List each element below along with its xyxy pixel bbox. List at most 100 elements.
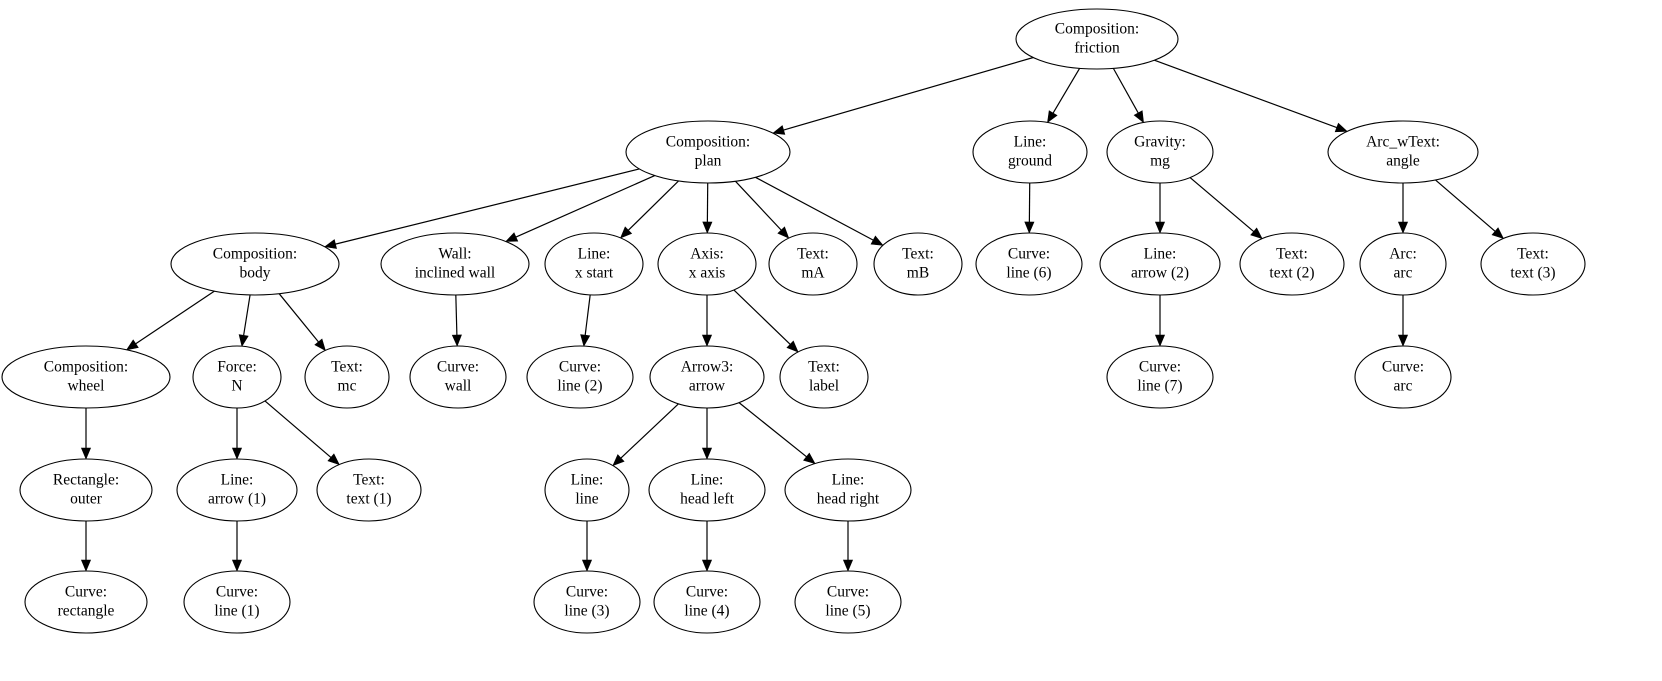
node-type-label: Text: [353, 472, 385, 489]
node-name-label: plan [695, 153, 722, 170]
graph-node-curvewall[interactable]: Curve:wall [409, 345, 507, 409]
node-ellipse [409, 345, 507, 409]
node-name-label: x start [575, 265, 614, 282]
node-ellipse [1106, 120, 1214, 184]
graph-node-arrow2[interactable]: Line:arrow (2) [1099, 232, 1221, 296]
arrowhead-icon [777, 226, 790, 239]
graph-edge [1112, 68, 1139, 114]
graph-node-lineline[interactable]: Line:line [544, 458, 630, 522]
arrowhead-icon [701, 334, 713, 347]
node-ellipse [784, 458, 912, 522]
graph-node-outer[interactable]: Rectangle: outer [19, 458, 153, 522]
graph-node-xaxis[interactable]: Axis: x axis [657, 232, 757, 296]
node-ellipse [380, 232, 530, 296]
graph-node-line3[interactable]: Curve:line (3) [533, 570, 641, 634]
graph-node-rectangle[interactable]: Curve:rectangle [24, 570, 148, 634]
graph-node-forceN[interactable]: Force: N [192, 345, 282, 409]
node-type-label: Composition: [1055, 21, 1139, 38]
arrowhead-icon [314, 338, 326, 352]
graph-node-text1[interactable]: Text: text (1) [316, 458, 422, 522]
node-ellipse [170, 232, 340, 296]
node-ellipse [1354, 345, 1452, 409]
arrowhead-icon [581, 559, 593, 572]
graph-node-arrow1[interactable]: Line:arrow (1) [176, 458, 298, 522]
graph-node-line5[interactable]: Curve:line (5) [794, 570, 902, 634]
node-name-label: outer [70, 491, 103, 508]
arrowhead-icon [238, 334, 249, 347]
node-name-label: angle [1386, 153, 1420, 170]
node-type-label: Curve: [216, 584, 258, 601]
node-ellipse [649, 345, 765, 409]
node-ellipse [1015, 8, 1179, 70]
node-type-label: Curve: [65, 584, 107, 601]
graph-node-arc[interactable]: Arc:arc [1359, 232, 1447, 296]
node-type-label: Text: [1517, 246, 1549, 263]
graph-node-inclwall[interactable]: Wall:inclined wall [380, 232, 530, 296]
node-type-label: Axis: [690, 246, 724, 263]
graph-edge [455, 294, 458, 336]
graph-edge [335, 168, 640, 245]
graph-node-wheel[interactable]: Composition:wheel [1, 345, 171, 409]
node-name-label: text (1) [346, 491, 391, 508]
node-name-label: arc [1394, 265, 1413, 282]
node-type-label: Rectangle: [53, 472, 119, 489]
arrowhead-icon [80, 559, 92, 572]
graph-node-headleft[interactable]: Line:head left [648, 458, 766, 522]
node-name-label: N [231, 378, 242, 395]
node-type-label: Line: [578, 246, 611, 263]
node-ellipse [533, 570, 641, 634]
node-name-label: line (3) [564, 603, 609, 620]
graph-node-mA[interactable]: Text:mA [768, 232, 858, 296]
node-ellipse [873, 232, 963, 296]
graph-node-label[interactable]: Text:label [779, 345, 869, 409]
graph-node-line6[interactable]: Curve:line (6) [975, 232, 1083, 296]
graph-node-gravity[interactable]: Gravity:mg [1106, 120, 1214, 184]
arrowhead-icon [1154, 334, 1166, 347]
node-type-label: Line: [221, 472, 254, 489]
graph-edge [620, 403, 679, 459]
node-name-label: mg [1150, 153, 1170, 170]
graph-node-text3[interactable]: Text:text (3) [1480, 232, 1586, 296]
graph-node-body[interactable]: Composition:body [170, 232, 340, 296]
arrowhead-icon [702, 221, 713, 234]
graph-node-xstart[interactable]: Line: x start [544, 232, 644, 296]
arrowhead-icon [1047, 110, 1058, 124]
graph-node-curvearc[interactable]: Curve:arc [1354, 345, 1452, 409]
arrowhead-icon [1334, 122, 1348, 133]
node-name-label: inclined wall [415, 265, 496, 282]
node-ellipse [625, 120, 791, 184]
graph-node-ground[interactable]: Line:ground [972, 120, 1088, 184]
graph-node-line2[interactable]: Curve:line (2) [526, 345, 634, 409]
graph-node-friction[interactable]: Composition:friction [1015, 8, 1179, 70]
node-name-label: ground [1008, 153, 1052, 170]
node-name-label: mB [907, 265, 929, 282]
node-name-label: arrow [689, 378, 726, 395]
node-ellipse [1359, 232, 1447, 296]
arrowhead-icon [451, 334, 462, 347]
graph-node-headright[interactable]: Line: head right [784, 458, 912, 522]
arrowhead-icon [1024, 221, 1035, 234]
graph-node-arrow3[interactable]: Arrow3:arrow [649, 345, 765, 409]
graph-node-text2[interactable]: Text:text (2) [1239, 232, 1345, 296]
arrowhead-icon [1397, 334, 1409, 347]
graph-node-line1[interactable]: Curve: line (1) [183, 570, 291, 634]
node-ellipse [779, 345, 869, 409]
node-type-label: Force: [217, 359, 257, 376]
graph-node-angle[interactable]: Arc_wText:angle [1327, 120, 1479, 184]
graph-node-plan[interactable]: Composition:plan [625, 120, 791, 184]
graph-node-mc[interactable]: Text:mc [304, 345, 390, 409]
node-name-label: head right [817, 491, 880, 508]
arrowhead-icon [231, 447, 243, 460]
node-name-label: line (1) [214, 603, 259, 620]
node-ellipse [1, 345, 171, 409]
arrowhead-icon [870, 235, 884, 246]
graph-node-line7[interactable]: Curve:line (7) [1106, 345, 1214, 409]
node-name-label: x axis [689, 265, 726, 282]
node-type-label: Line: [832, 472, 865, 489]
graph-edge [1154, 59, 1337, 129]
arrowhead-icon [125, 339, 139, 351]
graph-node-line4[interactable]: Curve:line (4) [653, 570, 761, 634]
node-name-label: wall [445, 378, 472, 395]
graph-node-mB[interactable]: Text:mB [873, 232, 963, 296]
